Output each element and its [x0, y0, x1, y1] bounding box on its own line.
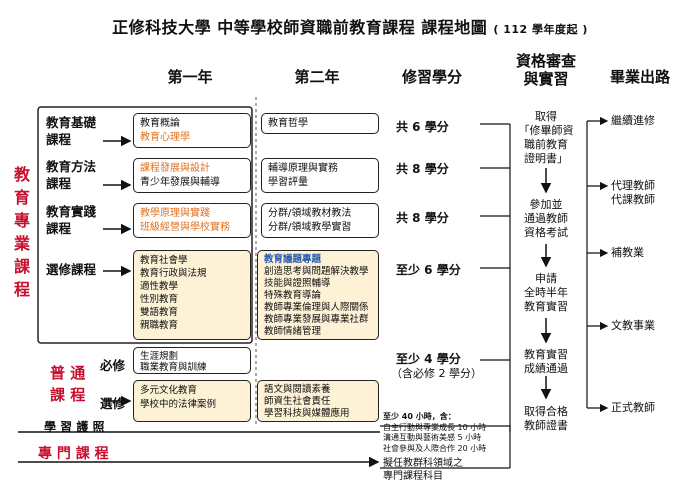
method-credits: 共 8 學分 [396, 162, 449, 176]
general-required-label: 必修 [100, 358, 126, 373]
course-item: 教師專業發展與專業社群 [264, 314, 369, 325]
general-required-box: 生涯規劃 職業教育與訓練 [133, 347, 251, 374]
course-item: 教育心理學 [140, 132, 190, 143]
elective-credits: 至少 6 學分 [396, 263, 461, 277]
career-substitute-teacher: 代理教師 代課教師 [611, 179, 655, 206]
flow-step-internship: 申請 全時半年 教育實習 [524, 272, 568, 313]
basic-year2-box: 教育哲學 [261, 113, 379, 134]
elective-year1-box: 教育社會學 教育行政與法規 適性教學 性別教育 雙語教育 親職教育 [133, 250, 251, 340]
passport-line: 社會參與及人際合作 20 小時 [383, 443, 487, 453]
course-item: 創造思考與問題解決教學 [264, 266, 369, 277]
course-item: 生涯規劃 [140, 351, 179, 362]
course-item: 教育概論 [140, 118, 180, 129]
course-item: 分群/領域教材教法 [268, 208, 352, 219]
general-program-label: 普 通 課 程 [50, 364, 86, 404]
specialty-note-line: 專門課程科目 [383, 471, 443, 482]
title-main: 正修科技大學 中等學校師資職前教育課程 課程地圖 [112, 18, 488, 37]
passport-details: 至少 40 小時，含： 自主行動與專業成長 10 小時 溝通互動與藝術美感 5 … [383, 412, 486, 454]
general-elective-year2-box: 語文與閱讀素養 師資生社會責任 學習科技與媒體應用 [257, 380, 379, 422]
col-review: 資格審查 與實習 [515, 52, 576, 88]
career-cram-school: 補教業 [611, 246, 644, 259]
practice-year2-box: 分群/領域教材教法 分群/領域教學實習 [261, 203, 379, 238]
course-item: 班級經營與學校實務 [140, 222, 230, 233]
course-topic-heading: 教育議題專題 [264, 254, 322, 265]
course-item: 分群/領域教學實習 [268, 222, 352, 233]
passport-line: 自主行動與專業成長 10 小時 [383, 422, 487, 432]
course-item: 學習科技與媒體應用 [264, 408, 350, 419]
course-item: 多元文化教育 [140, 385, 198, 396]
general-credits-note: （含必修 2 學分） [391, 367, 482, 380]
course-item: 輔導原理與實務 [268, 163, 338, 174]
title-sub: ( 112 學年度起 ) [493, 23, 588, 36]
edu-program-label: 教育專業課程 [13, 165, 30, 299]
basic-year1-box: 教育概論 教育心理學 [133, 113, 251, 148]
course-item: 雙語教育 [140, 307, 179, 318]
elective-year2-box: 教育議題專題 創造思考與問題解決教學 技能與證照輔導 特殊教育導論 教師專業倫理… [257, 250, 379, 340]
general-elective-label: 選修 [100, 396, 126, 411]
course-item: 教師專業倫理與人際關係 [264, 302, 369, 313]
col-year2: 第二年 [294, 68, 340, 86]
course-item: 師資生社會責任 [264, 396, 331, 407]
practice-year1-box: 教學原理與實踐 班級經營與學校實務 [133, 203, 251, 238]
course-item: 學校中的法律案例 [140, 399, 217, 410]
course-item: 教育社會學 [140, 255, 188, 266]
method-year2-box: 輔導原理與實務 學習評量 [261, 158, 379, 193]
course-item: 職業教育與訓練 [140, 362, 207, 373]
general-credits: 至少 4 學分 [396, 352, 461, 366]
cat-elective: 選修課程 [46, 262, 97, 277]
flow-step-pass: 教育實習 成績通過 [524, 348, 568, 375]
cat-practice: 教育實踐 課程 [46, 204, 97, 236]
passport-head: 至少 40 小時，含： [383, 412, 456, 421]
passport-label: 學 習 護 照 [44, 420, 105, 434]
specialty-note: 擬任教群科領域之 專門課程科目 [383, 457, 463, 483]
career-culture-education: 文教事業 [611, 319, 655, 332]
col-year1: 第一年 [167, 68, 213, 86]
col-credits: 修習學分 [401, 68, 462, 86]
flow-step-certificate: 取得 「修畢師資 職前教育 證明書」 [518, 110, 574, 165]
course-item: 學習評量 [268, 177, 308, 188]
course-item: 性別教育 [140, 294, 179, 305]
course-item: 教育行政與法規 [140, 268, 207, 279]
general-elective-year1-box: 多元文化教育 學校中的法律案例 [133, 380, 251, 422]
course-item: 特殊教育導論 [264, 290, 322, 301]
page-title: 正修科技大學 中等學校師資職前教育課程 課程地圖 ( 112 學年度起 ) [0, 14, 700, 38]
specialty-note-line: 擬任教群科領域之 [383, 458, 463, 469]
course-item: 親職教育 [140, 320, 179, 331]
course-item: 教育哲學 [268, 118, 308, 129]
course-item: 技能與證照輔導 [264, 278, 331, 289]
flow-step-exam: 參加並 通過教師 資格考試 [524, 198, 568, 239]
practice-credits: 共 8 學分 [396, 211, 449, 225]
method-year1-box: 課程發展與設計 青少年發展與輔導 [133, 158, 251, 193]
specialty-label: 專 門 課 程 [38, 446, 109, 462]
flow-step-license: 取得合格 教師證書 [524, 405, 568, 432]
cat-method: 教育方法 課程 [46, 159, 97, 191]
course-item: 適性教學 [140, 281, 179, 292]
col-career: 畢業出路 [609, 68, 670, 86]
course-item: 青少年發展與輔導 [140, 177, 220, 188]
cat-basic: 教育基礎 課程 [46, 115, 97, 147]
course-item: 教師情緒管理 [264, 326, 322, 337]
course-item: 語文與閱讀素養 [264, 384, 331, 395]
course-item: 課程發展與設計 [140, 163, 210, 174]
passport-line: 溝通互動與藝術美感 5 小時 [383, 433, 482, 442]
career-formal-teacher: 正式教師 [611, 401, 655, 414]
basic-credits: 共 6 學分 [396, 120, 449, 134]
course-item: 教學原理與實踐 [140, 208, 210, 219]
career-further-study: 繼續進修 [611, 114, 655, 127]
